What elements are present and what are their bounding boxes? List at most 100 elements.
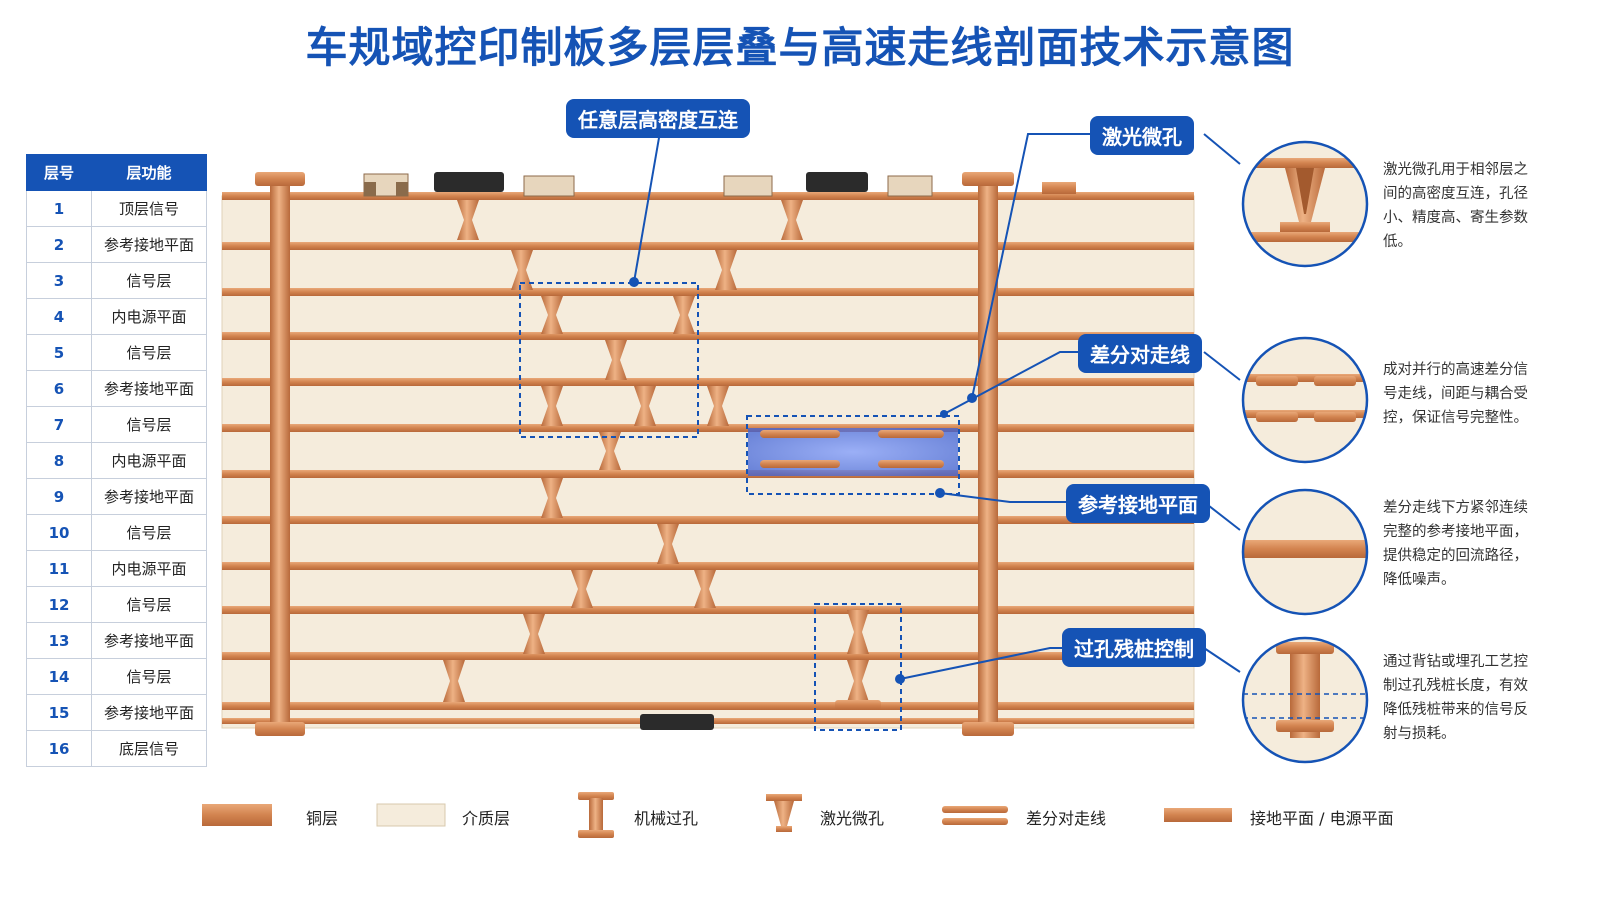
stub-region-box: [814, 603, 902, 731]
laser-microvia: [571, 570, 593, 608]
legend-label-mech-via: 机械过孔: [634, 809, 699, 828]
copper-layer-1: [222, 192, 1194, 200]
detail-text-ground-plane: 差分走线下方紧邻连续完整的参考接地平面，提供稳定的回流路径，降低噪声。: [1383, 500, 1528, 588]
laser-microvia: [847, 660, 869, 702]
laser-microvia: [541, 478, 563, 518]
table-header-row: 层号 层功能: [26, 154, 207, 191]
copper-layer-4: [222, 332, 1194, 340]
legend-item-laser-via: 激光微孔: [804, 800, 884, 834]
legend-label-dielectric: 介质层: [462, 809, 511, 828]
mechanical-through-via-left: [255, 172, 305, 736]
copper-layer-3: [222, 288, 1194, 296]
legend-copper-swatch: [202, 804, 272, 826]
laser-microvia: [634, 386, 656, 426]
layer-function: 内电源平面: [91, 550, 207, 587]
layer-function: 参考接地平面: [91, 370, 207, 407]
detail-text-diff-pair: 成对并行的高速差分信号走线，间距与耦合受控，保证信号完整性。: [1383, 362, 1528, 426]
layer-function: 底层信号: [91, 730, 207, 767]
laser-microvia: [715, 250, 737, 290]
laser-microvia: [541, 296, 563, 334]
legend-plane-swatch: [1164, 808, 1232, 822]
laser-microvia: [511, 250, 533, 290]
layer-number: 3: [26, 262, 92, 299]
top-components: [363, 172, 1076, 730]
legend-diff-pair-icon: [942, 806, 1008, 825]
legend-icons: [202, 792, 1232, 838]
laser-microvia: [847, 610, 869, 654]
laser-microvia: [599, 432, 621, 470]
legend-item-mech-via: 机械过孔: [618, 800, 698, 834]
legend-label-laser-via: 激光微孔: [820, 809, 885, 828]
laser-microvia: [707, 386, 729, 426]
layer-number: 7: [26, 406, 92, 443]
layer-number: 14: [26, 658, 92, 695]
layer-function: 信号层: [91, 334, 207, 371]
copper-layer-12: [222, 702, 1194, 710]
detail-circle-diff-pair: [1241, 336, 1369, 464]
copper-layer-10: [222, 606, 1194, 614]
callout-stub-control: 过孔残桩控制: [1062, 628, 1206, 667]
layer-number: 9: [26, 478, 92, 515]
column-header-layer-function: 层功能: [91, 154, 207, 191]
laser-microvia: [694, 570, 716, 608]
copper-layer-8: [222, 516, 1194, 524]
laser-microvia: [605, 340, 627, 380]
legend-item-plane: 接地平面 / 电源平面: [1234, 800, 1394, 834]
layer-number: 16: [26, 730, 92, 767]
laser-microvia: [657, 524, 679, 564]
legend-laser-via-icon: [766, 794, 802, 832]
callout-ground-plane: 参考接地平面: [1066, 484, 1210, 523]
detail-text-stub-control: 通过背钻或埋孔工艺控制过孔残桩长度，有效降低残桩带来的信号反射与损耗。: [1383, 654, 1528, 742]
page-title: 车规域控印制板多层层叠与高速走线剖面技术示意图: [305, 23, 1295, 72]
laser-microvia: [541, 386, 563, 426]
callout-diff-pair: 差分对走线: [1078, 334, 1202, 373]
legend-item-diff-pair: 差分对走线: [1010, 800, 1106, 834]
layer-number: 10: [26, 514, 92, 551]
laser-microvia: [457, 200, 479, 240]
layer-function: 信号层: [91, 658, 207, 695]
copper-layer-7: [222, 470, 1194, 478]
layer-function: 内电源平面: [91, 298, 207, 335]
copper-layer-2: [222, 242, 1194, 250]
detail-circle-laser-via: [1241, 140, 1369, 268]
column-header-layer-number: 层号: [26, 154, 92, 191]
layer-function: 参考接地平面: [91, 622, 207, 659]
legend-item-dielectric: 介质层: [446, 800, 510, 834]
layer-function: 内电源平面: [91, 442, 207, 479]
laser-microvia: [673, 296, 695, 334]
layer-number: 11: [26, 550, 92, 587]
legend-mech-via-icon: [578, 792, 614, 838]
layer-number: 6: [26, 370, 92, 407]
detail-circle-stub-control: [1241, 636, 1369, 764]
detail-circle-ground-plane: [1241, 488, 1369, 616]
copper-layer-11: [222, 652, 1194, 660]
diff-pair-region-box: [746, 415, 960, 495]
mechanical-through-via-right: [962, 172, 1014, 736]
copper-layer-5: [222, 378, 1194, 386]
differential-pair: [748, 428, 958, 476]
stub-via-pad: [835, 700, 881, 710]
callout-laser-via: 激光微孔: [1090, 116, 1194, 155]
laser-microvia: [443, 660, 465, 702]
copper-layer-9: [222, 562, 1194, 570]
laser-microvia: [781, 200, 803, 240]
legend-item-copper: 铜层: [290, 800, 338, 834]
legend-label-diff-pair: 差分对走线: [1026, 809, 1107, 828]
laser-microvia: [523, 614, 545, 654]
hdi-region-box: [519, 282, 699, 438]
layer-function: 信号层: [91, 406, 207, 443]
copper-layer-6: [222, 424, 1194, 432]
